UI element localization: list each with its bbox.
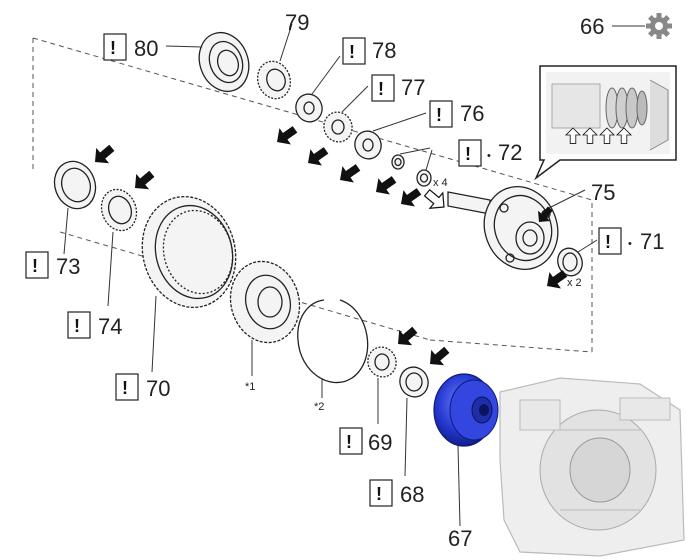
install-arrow-icon: [334, 159, 364, 189]
warning-icon-69: !: [346, 432, 352, 452]
label-79: 79: [285, 10, 309, 35]
warning-icon-72: !: [465, 144, 471, 164]
label-70: 70: [146, 376, 170, 401]
part-star2: [297, 299, 369, 384]
part-79: [256, 60, 292, 100]
part-80: [198, 31, 250, 93]
warning-box-70: [115, 373, 139, 401]
label-74: 74: [98, 314, 122, 339]
note-star1: *1: [245, 381, 255, 393]
warning-icon-74: !: [74, 316, 80, 336]
part-76: [354, 130, 382, 160]
label-75: 75: [591, 180, 615, 205]
warning-box-68: [369, 479, 393, 507]
install-arrow-icon: [88, 140, 119, 170]
label-68: 68: [400, 482, 424, 507]
warning-box-77: [371, 74, 395, 102]
warning-box-76: [429, 100, 453, 128]
warning-icon-78: !: [349, 42, 355, 62]
part-68: [399, 366, 429, 398]
label-69: 69: [368, 430, 392, 455]
warning-box-69: [339, 427, 363, 455]
warning-icon-71: !: [605, 232, 611, 252]
warning-box-78: [342, 37, 366, 65]
warning-box-80: [103, 33, 127, 61]
part-71: [557, 247, 583, 277]
install-arrow-icon: [391, 322, 422, 352]
install-arrow-icon: [395, 183, 425, 213]
note-star2: *2: [314, 401, 324, 413]
warning-box-74: [67, 311, 91, 339]
warning-box-71: [598, 227, 622, 255]
label-67: 67: [448, 526, 472, 551]
warning-icon-73: !: [32, 256, 38, 276]
part-star1: [229, 260, 301, 344]
label-80: 80: [134, 36, 158, 61]
qty-71: x 2: [567, 277, 582, 289]
part-67-highlighted: [433, 373, 499, 447]
part-70: [141, 195, 237, 309]
part-72: [391, 154, 432, 187]
transaxle-case: [499, 377, 685, 557]
warning-icon-70: !: [122, 378, 128, 398]
install-arrow-icon: [302, 142, 332, 172]
label-72: 72: [498, 140, 522, 165]
warning-icon-76: !: [436, 105, 442, 125]
label-73: 73: [56, 254, 80, 279]
warning-box-73: [25, 251, 49, 279]
install-arrow-icon: [370, 171, 400, 201]
bullet-72: •: [487, 150, 491, 162]
warning-box-72: [458, 139, 482, 167]
warning-icon-80: !: [110, 38, 116, 58]
dashed-frame: [32, 37, 593, 353]
label-78: 78: [372, 38, 396, 63]
part-69: [367, 346, 397, 378]
label-77: 77: [401, 75, 425, 100]
warning-icon-68: !: [376, 484, 382, 504]
part-77: [323, 111, 353, 143]
qty-72: x 4: [433, 177, 448, 189]
label-76: 76: [460, 101, 484, 126]
install-arrow-icon: [271, 121, 301, 151]
install-arrow-icon: [128, 166, 159, 196]
install-arrow-icon: [423, 342, 454, 372]
part-74: [100, 188, 138, 232]
part-75: [447, 186, 559, 270]
warning-icon-77: !: [378, 79, 384, 99]
bullet-71: •: [628, 238, 632, 250]
label-71: 71: [640, 229, 664, 254]
part-78: [295, 93, 323, 123]
install-arrow-icon: [420, 184, 452, 216]
label-66: 66: [580, 14, 604, 39]
part-73: [53, 160, 97, 210]
inset-detail: [534, 65, 677, 181]
gear-icon: [646, 13, 672, 39]
